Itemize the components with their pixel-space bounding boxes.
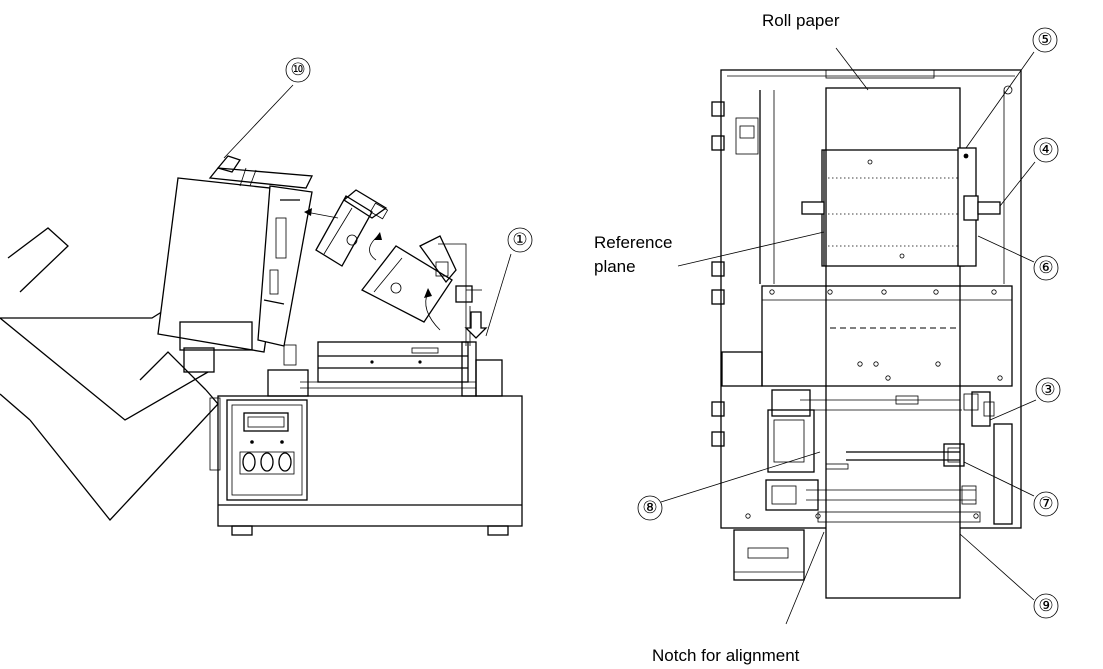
callout-7-label: ⑦: [1038, 494, 1053, 514]
callout-4: ④: [999, 137, 1059, 207]
callout-5: ⑤: [965, 27, 1058, 149]
callout-7: ⑦: [963, 461, 1059, 517]
insertion-arrow: [464, 311, 488, 339]
printer-front-view: Roll paper Reference plane Notch for ali…: [594, 11, 1061, 665]
notch-label: Notch for alignment: [652, 646, 800, 665]
notch-leader: [785, 531, 825, 625]
callout-10-label: ⑩: [290, 60, 305, 80]
roll-paper-leader: [835, 47, 869, 91]
callout-9-label: ⑨: [1038, 596, 1053, 616]
printer-side-view: ① ⑩: [0, 57, 533, 536]
roll-paper: [821, 87, 965, 599]
callout-8-label: ⑧: [642, 498, 657, 518]
callout-6: ⑥: [977, 235, 1059, 281]
callout-8: ⑧: [637, 451, 821, 521]
lower-mechanism: [745, 389, 1013, 525]
mechanism-body: [267, 341, 503, 397]
ribbon-cassette-mid: [315, 189, 389, 267]
callout-5-label: ⑤: [1037, 30, 1052, 50]
motion-arrows: [304, 208, 441, 331]
callout-10: ⑩: [223, 57, 311, 159]
operation-panel: [226, 399, 308, 501]
callout-3: ③: [989, 377, 1061, 421]
lower-cover: [733, 529, 805, 581]
printer-base: [209, 395, 523, 536]
cassette-bracket: [438, 243, 482, 346]
reference-plane-leader: [677, 231, 825, 267]
reference-plane-label-line2: plane: [594, 257, 636, 276]
head-cover: [157, 155, 314, 373]
callout-6-label: ⑥: [1038, 258, 1053, 278]
paper-guide-section: [721, 285, 1013, 387]
ribbon-cassette-low: [361, 235, 457, 323]
callout-1-label: ①: [512, 230, 527, 250]
roll-guide: [801, 147, 1001, 267]
callout-1: ①: [485, 227, 533, 337]
reference-plane-label-line1: Reference: [594, 233, 672, 252]
callout-9: ⑨: [959, 533, 1059, 619]
roll-paper-label: Roll paper: [762, 11, 840, 30]
callout-3-label: ③: [1040, 380, 1055, 400]
open-front-cover: [0, 227, 219, 521]
callout-4-label: ④: [1038, 140, 1053, 160]
